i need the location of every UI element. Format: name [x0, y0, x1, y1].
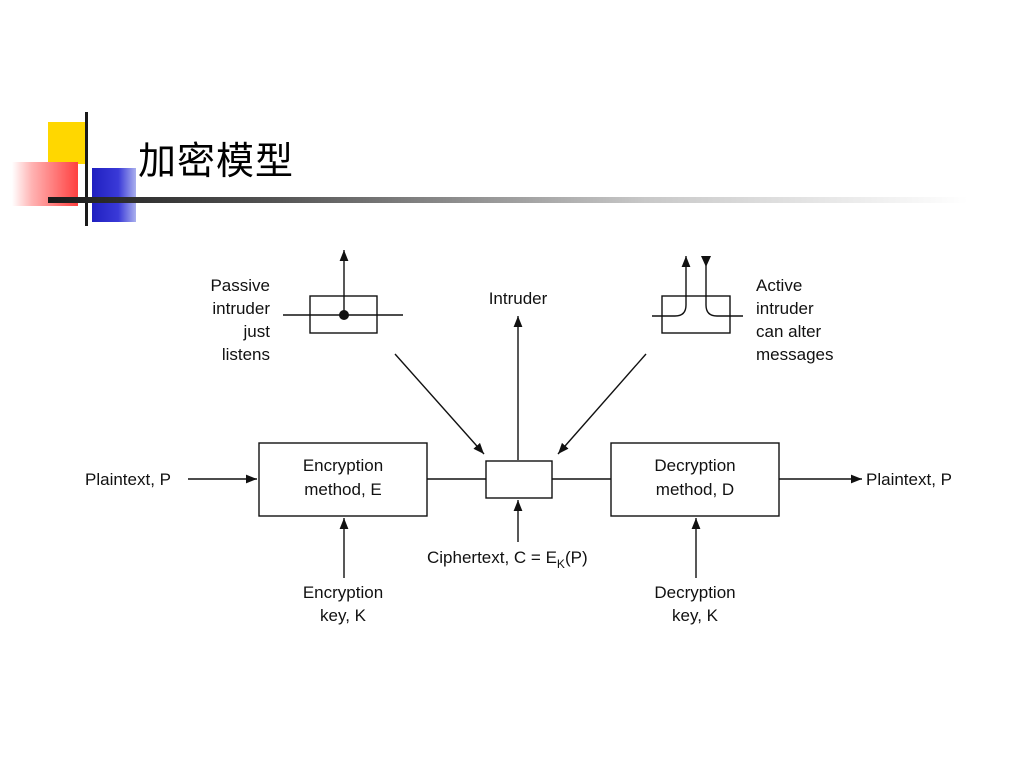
decryption-key-line: key, K	[672, 606, 719, 625]
plaintext-in-label: Plaintext, P	[85, 470, 171, 489]
slide-title: 加密模型	[138, 139, 295, 183]
passive-label-line: just	[243, 322, 271, 341]
decryption-method-line: method, D	[656, 480, 734, 499]
active-to-channel-arrow	[557, 353, 647, 455]
ciphertext-prefix: Ciphertext, C = E	[427, 548, 557, 567]
active-intruder-box	[661, 295, 731, 334]
active-wire-left	[652, 256, 691, 317]
passive-tap-dot	[339, 310, 349, 320]
passive-to-channel-arrow	[394, 353, 485, 455]
decryption-method-line: Decryption	[654, 456, 735, 475]
encryption-method-line: method, E	[304, 480, 382, 499]
encryption-method-label: Encryption method, E	[303, 456, 383, 499]
active-label-line: Active	[756, 276, 802, 295]
encryption-method-line: Encryption	[303, 456, 383, 475]
decryption-key-line: Decryption	[654, 583, 735, 602]
title-underline	[48, 197, 968, 203]
active-label-line: messages	[756, 345, 833, 364]
passive-label-line: intruder	[212, 299, 270, 318]
ciphertext-suffix: (P)	[565, 548, 588, 567]
deco-yellow-square	[48, 122, 88, 164]
active-label-line: intruder	[756, 299, 814, 318]
passive-intruder-label: Passive intruder just listens	[210, 276, 270, 364]
encryption-key-label: Encryption key, K	[303, 583, 383, 625]
active-injection-arrowhead	[701, 256, 711, 267]
encryption-key-line: key, K	[320, 606, 367, 625]
deco-blue-square	[92, 168, 136, 222]
decryption-key-label: Decryption key, K	[654, 583, 735, 625]
active-wire-right	[705, 256, 743, 317]
plaintext-out-label: Plaintext, P	[866, 470, 952, 489]
ciphertext-box	[485, 460, 553, 499]
ciphertext-subscript: K	[557, 557, 565, 571]
active-label-line: can alter	[756, 322, 822, 341]
active-intruder-label: Active intruder can alter messages	[756, 276, 833, 364]
deco-vertical-line	[85, 112, 88, 226]
ciphertext-label: Ciphertext, C = EK(P)	[427, 548, 588, 571]
decryption-method-label: Decryption method, D	[654, 456, 735, 499]
encryption-key-line: Encryption	[303, 583, 383, 602]
intruder-label: Intruder	[489, 289, 548, 308]
passive-label-line: listens	[222, 345, 270, 364]
passive-label-line: Passive	[210, 276, 270, 295]
